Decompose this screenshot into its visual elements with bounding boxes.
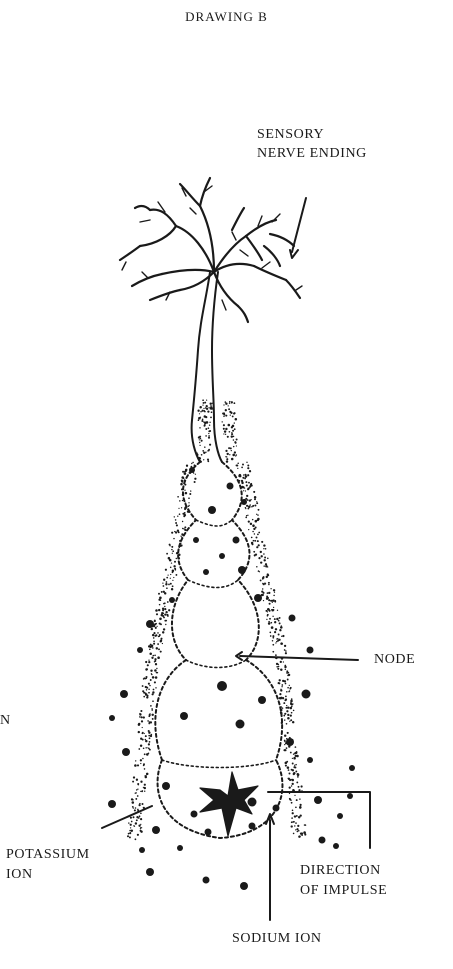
pointer-lines bbox=[102, 198, 370, 920]
sensory-label-line2: NERVE ENDING bbox=[257, 145, 367, 163]
direction-label-line1: DIRECTION bbox=[300, 862, 381, 880]
sodium-label: SODIUM ION bbox=[232, 930, 322, 948]
node-label: NODE bbox=[374, 651, 415, 669]
myelin-sheath bbox=[155, 462, 282, 838]
sensory-label-line1: SENSORY bbox=[257, 126, 324, 144]
direction-label-line2: OF IMPULSE bbox=[300, 882, 387, 900]
potassium-label-line1: POTASSIUM bbox=[6, 846, 90, 864]
sensory-nerve-ending-branches bbox=[120, 178, 300, 322]
membrane-stipple bbox=[127, 399, 306, 840]
potassium-label-line2: ION bbox=[6, 866, 33, 884]
cut-off-label: N bbox=[0, 712, 11, 730]
axon bbox=[192, 272, 222, 462]
